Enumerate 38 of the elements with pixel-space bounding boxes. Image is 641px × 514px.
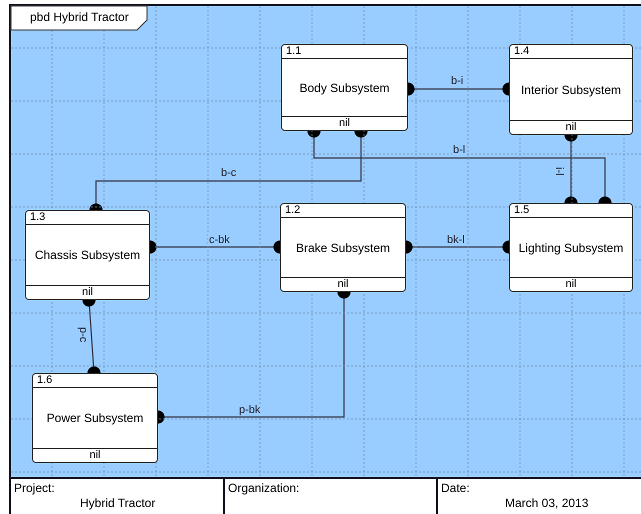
edge-label: bk-l [446,234,466,246]
field-value: March 03, 2013 [505,497,588,510]
block-name: Body Subsystem [299,80,390,94]
block-name: Power Subsystem [46,411,144,425]
block-box [509,44,633,135]
block-value: nil [82,286,93,298]
field-label: Organization: [228,482,300,495]
block-number: 1.4 [514,45,530,57]
block-number: 1.1 [286,45,302,57]
field-label: Project: [14,482,55,495]
block-box [509,203,633,292]
edge-label: p-bk [238,404,262,416]
block-box [32,373,158,463]
block-name: Interior Subsystem [520,82,622,96]
block-value: nil [565,121,576,133]
block-box [25,210,150,300]
block-value: nil [337,278,348,290]
block-number: 1.5 [514,204,530,216]
block-number: 1.3 [30,211,46,223]
edge-label: p-c [77,326,89,344]
edge-label: b-l [452,144,466,156]
block-number: 1.6 [37,374,52,386]
edge-label: b-i [450,75,464,87]
edge-label: c-bk [208,234,231,246]
edge-label: b-c [220,167,238,179]
block-box [281,44,408,131]
block-number: 1.2 [285,204,300,216]
block-name: Lighting Subsystem [518,240,624,254]
block-value: nil [565,278,576,290]
block-value: nil [89,449,100,461]
diagram-title: pbd Hybrid Tractor [30,11,129,24]
block-box [280,203,406,292]
field-label: Date: [441,482,470,495]
block-name: Chassis Subsystem [34,248,140,262]
block-name: Brake Subsystem [296,240,390,254]
edge-label: i-l [553,166,565,177]
block-value: nil [338,117,350,129]
field-value: Hybrid Tractor [80,497,156,510]
